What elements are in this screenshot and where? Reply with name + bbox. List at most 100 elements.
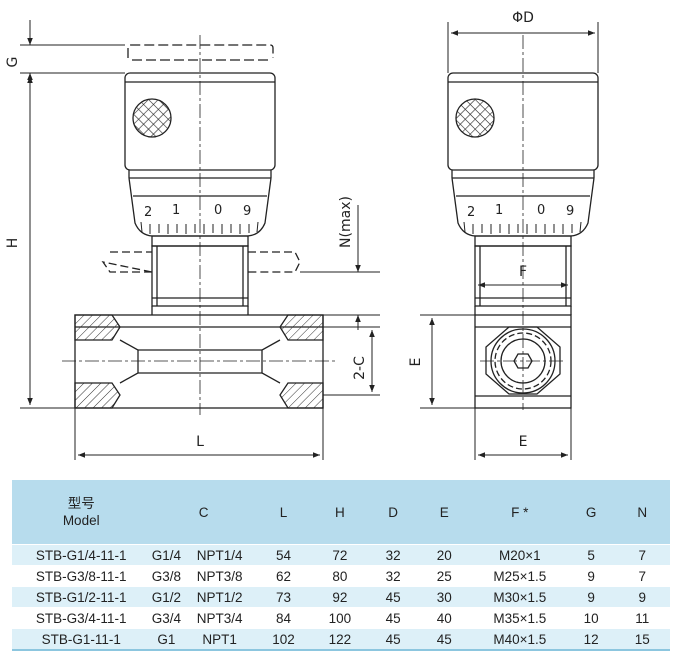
right-port-section (279, 314, 324, 341)
header-C: C (150, 480, 257, 545)
cell-model: STB-G1/4-11-1 (12, 544, 151, 566)
cell-G: 5 (567, 544, 615, 566)
cell-c-g: G3/4 (150, 607, 183, 629)
cell-H: 72 (310, 544, 370, 566)
dim-L-label: L (196, 434, 204, 450)
cell-E: 40 (416, 607, 472, 629)
header-model-cn: 型号 (67, 496, 95, 511)
cell-D: 32 (369, 565, 417, 587)
cell-L: 62 (256, 565, 311, 587)
technical-drawing: G H N(max) 2-C L 2 1 0 9 (5, 10, 599, 460)
side-view (447, 35, 599, 410)
cell-N: 7 (614, 565, 670, 587)
cell-F: M30×1.5 (471, 586, 568, 608)
dim-E-horizontal-label: E (519, 434, 528, 450)
cell-D: 45 (369, 628, 417, 650)
cell-G: 12 (567, 628, 615, 650)
table-row: STB-G1-11-1 G1 NPT1 102 122 45 45 M40×1.… (12, 628, 670, 650)
cell-E: 45 (416, 628, 472, 650)
table-row: STB-G3/4-11-1 G3/4 NPT3/4 84 100 45 40 M… (12, 607, 670, 629)
table-row: STB-G3/8-11-1 G3/8 NPT3/8 62 80 32 25 M2… (12, 565, 670, 587)
cell-D: 45 (369, 586, 417, 608)
cell-D: 32 (369, 544, 417, 566)
cell-c-npt: NPT1/2 (182, 586, 257, 608)
cell-L: 84 (256, 607, 311, 629)
cell-H: 80 (310, 565, 370, 587)
dial-digit: 1 (495, 203, 503, 218)
cell-F: M20×1 (471, 544, 568, 566)
header-model: 型号 Model (12, 480, 151, 545)
cell-G: 9 (567, 586, 615, 608)
table-row: STB-G1/2-11-1 G1/2 NPT1/2 73 92 45 30 M3… (12, 586, 670, 608)
cell-H: 92 (310, 586, 370, 608)
table-header-row: 型号 Model C L H D E F * G N (12, 480, 670, 545)
knurl-grip-icon (132, 98, 172, 138)
cell-model: STB-G3/8-11-1 (12, 565, 151, 587)
cell-N: 11 (614, 607, 670, 629)
panel-nut-outline (101, 251, 301, 273)
cell-H: 122 (310, 628, 370, 650)
cell-c-npt: NPT3/4 (182, 607, 257, 629)
front-dimensions (20, 20, 380, 460)
dim-2C-label: 2-C (352, 356, 368, 380)
left-port-section (74, 314, 121, 341)
dim-G-label: G (5, 57, 21, 68)
port-hex-icon (485, 326, 561, 395)
cell-model: STB-G1-11-1 (12, 628, 151, 650)
cell-c-npt: NPT1/4 (182, 544, 257, 566)
cell-N: 15 (614, 628, 670, 650)
side-dimensions (420, 22, 599, 460)
cell-F: M35×1.5 (471, 607, 568, 629)
cell-G: 9 (567, 565, 615, 587)
dial-digit: 1 (172, 203, 180, 218)
cell-L: 73 (256, 586, 311, 608)
valve-body (74, 314, 324, 409)
cell-F: M40×1.5 (471, 628, 568, 650)
header-G: G (567, 480, 615, 545)
cell-L: 102 (256, 628, 311, 650)
cell-model: STB-G3/4-11-1 (12, 607, 151, 629)
dial-digit: 0 (537, 203, 545, 218)
header-L: L (256, 480, 311, 545)
cell-c-npt: NPT3/8 (182, 565, 257, 587)
cell-N: 7 (614, 544, 670, 566)
dim-N-label: N(max) (338, 196, 354, 248)
cell-L: 54 (256, 544, 311, 566)
cell-c-g: G1/2 (150, 586, 183, 608)
dim-E-vertical-label: E (408, 358, 424, 367)
knob-extended-outline (127, 44, 274, 58)
dial-digit: 2 (144, 205, 152, 220)
table-row: STB-G1/4-11-1 G1/4 NPT1/4 54 72 32 20 M2… (12, 544, 670, 566)
cell-F: M25×1.5 (471, 565, 568, 587)
cell-c-g: G1 (150, 628, 183, 650)
side-dial-digits: 2 1 0 9 (467, 203, 574, 220)
dial-digit: 2 (467, 205, 475, 220)
dial-digit: 9 (243, 204, 251, 219)
cell-H: 100 (310, 607, 370, 629)
dial-digit: 9 (566, 204, 574, 219)
header-D: D (369, 480, 417, 545)
front-dial-digits: 2 1 0 9 (144, 203, 251, 220)
cell-D: 45 (369, 607, 417, 629)
dial-digit: 0 (214, 203, 222, 218)
header-E: E (416, 480, 472, 545)
cell-model: STB-G1/2-11-1 (12, 586, 151, 608)
cell-E: 25 (416, 565, 472, 587)
knurl-grip-icon (455, 98, 495, 138)
header-model-en: Model (62, 513, 100, 528)
cell-c-g: G3/8 (150, 565, 183, 587)
header-N: N (614, 480, 670, 545)
dim-D-label: ΦD (512, 10, 534, 26)
cell-E: 20 (416, 544, 472, 566)
dim-H-label: H (5, 238, 21, 249)
header-H: H (310, 480, 370, 545)
cell-G: 10 (567, 607, 615, 629)
spec-table: 型号 Model C L H D E F * G N STB-G1/4-11-1… (12, 480, 670, 651)
front-view (62, 35, 338, 415)
header-F: F * (471, 480, 568, 545)
cell-c-npt: NPT1 (182, 628, 257, 650)
cell-N: 9 (614, 586, 670, 608)
cell-E: 30 (416, 586, 472, 608)
cell-c-g: G1/4 (150, 544, 183, 566)
dim-F-label: F (519, 264, 527, 280)
